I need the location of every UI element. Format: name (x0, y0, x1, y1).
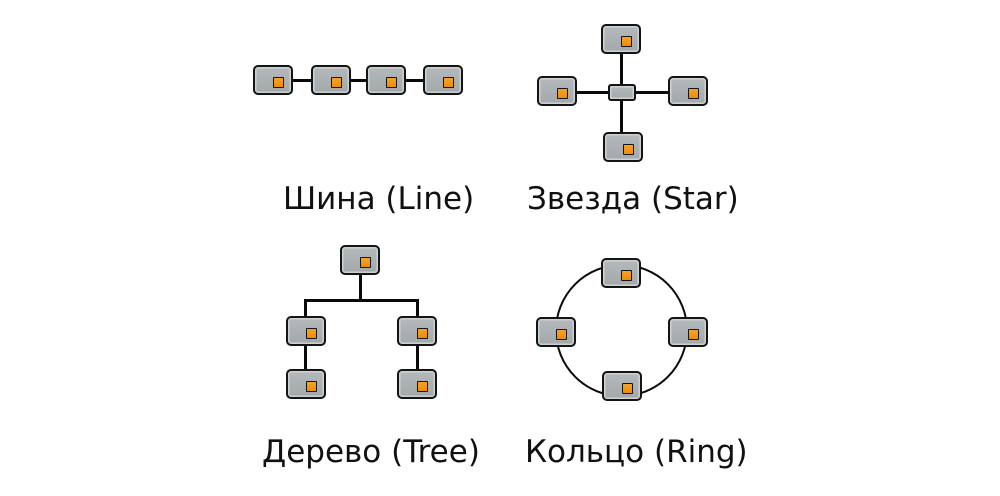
topology-ring-label: Кольцо (Ring) (525, 434, 748, 470)
indicator-icon (688, 329, 699, 340)
indicator-icon (360, 257, 371, 268)
tree-connector-line (304, 299, 418, 302)
workstation-icon (253, 65, 293, 95)
indicator-icon (688, 88, 699, 99)
topology-star-label: Звезда (Star) (527, 181, 739, 217)
workstation-icon (537, 76, 577, 106)
topology-tree-label: Дерево (Tree) (262, 434, 480, 470)
workstation-icon (601, 258, 641, 288)
workstation-icon (311, 65, 351, 95)
workstation-icon (286, 369, 326, 399)
workstation-icon (668, 76, 708, 106)
indicator-icon (306, 328, 317, 339)
indicator-icon (621, 270, 632, 281)
workstation-icon (286, 316, 326, 346)
topology-line-label: Шина (Line) (283, 181, 475, 217)
indicator-icon (557, 88, 568, 99)
workstation-icon (366, 65, 406, 95)
indicator-icon (273, 77, 284, 88)
workstation-icon (536, 317, 576, 347)
indicator-icon (331, 77, 342, 88)
tree-connector-line (359, 260, 362, 301)
indicator-icon (556, 329, 567, 340)
indicator-icon (623, 144, 634, 155)
workstation-icon (340, 245, 380, 275)
indicator-icon (622, 383, 633, 394)
workstation-icon (397, 369, 437, 399)
hub-icon (608, 84, 636, 101)
workstation-icon (601, 24, 641, 54)
indicator-icon (306, 381, 317, 392)
indicator-icon (386, 77, 397, 88)
workstation-icon (423, 65, 463, 95)
workstation-icon (397, 316, 437, 346)
indicator-icon (443, 77, 454, 88)
workstation-icon (668, 317, 708, 347)
bus-connector-line (273, 79, 443, 82)
workstation-icon (602, 371, 642, 401)
indicator-icon (417, 381, 428, 392)
indicator-icon (621, 36, 632, 47)
workstation-icon (603, 132, 643, 162)
indicator-icon (417, 328, 428, 339)
